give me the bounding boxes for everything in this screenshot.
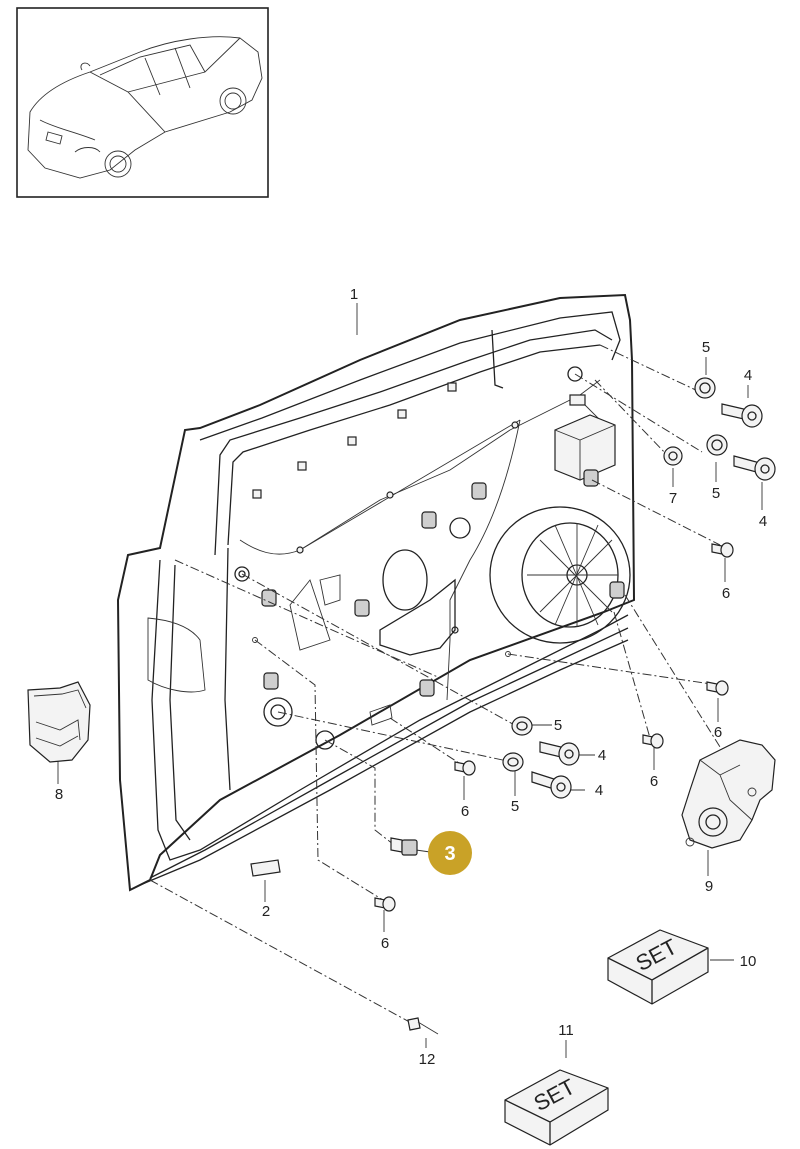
callout-5-top: 5 bbox=[702, 339, 710, 356]
callout-leaders bbox=[57, 303, 763, 1058]
callout-6-a: 6 bbox=[722, 585, 730, 602]
bolt-4-low-a bbox=[539, 741, 580, 766]
door-clips bbox=[261, 469, 625, 697]
callout-5-low-b: 5 bbox=[511, 798, 519, 815]
highlight-badge-3[interactable] bbox=[428, 831, 472, 875]
motor-part-9 bbox=[681, 739, 776, 849]
rivet-part-12 bbox=[407, 1017, 439, 1035]
vehicle-thumbnail bbox=[16, 7, 269, 198]
callout-9: 9 bbox=[705, 878, 713, 895]
screw-6-d bbox=[454, 760, 476, 776]
speaker bbox=[489, 506, 631, 644]
bolt-4-top bbox=[721, 403, 763, 428]
callout-4-top: 4 bbox=[744, 367, 752, 384]
callout-12: 12 bbox=[419, 1051, 436, 1068]
washer-5-low-b bbox=[502, 752, 524, 772]
callout-4-mid: 4 bbox=[759, 513, 767, 530]
screw-6-c bbox=[642, 733, 664, 749]
set-box-10 bbox=[607, 929, 709, 1005]
callout-3[interactable]: 3 bbox=[444, 843, 455, 865]
bolt-4-low-b bbox=[531, 771, 572, 799]
callout-5-mid: 5 bbox=[712, 485, 720, 502]
washer-5-mid bbox=[706, 434, 728, 456]
callout-6-e: 6 bbox=[381, 935, 389, 952]
callout-11: 11 bbox=[558, 1022, 574, 1039]
callout-6-d: 6 bbox=[461, 803, 469, 820]
washer-7 bbox=[663, 446, 683, 466]
callout-5-low-a: 5 bbox=[554, 717, 562, 734]
callout-10: 10 bbox=[740, 953, 757, 970]
callout-7: 7 bbox=[669, 490, 677, 507]
clip-part-3 bbox=[390, 837, 418, 856]
screw-6-e bbox=[374, 896, 396, 912]
cover-cap-part-8 bbox=[27, 681, 91, 763]
washer-5-top bbox=[694, 377, 716, 399]
washer-5-low-a bbox=[511, 716, 533, 736]
callout-4-low-b: 4 bbox=[595, 782, 603, 799]
callout-6-c: 6 bbox=[650, 773, 658, 790]
callout-4-low-a: 4 bbox=[598, 747, 606, 764]
pad-part-2 bbox=[250, 859, 281, 877]
screw-6-a bbox=[711, 542, 734, 558]
leader-lines bbox=[149, 344, 726, 1026]
callout-1: 1 bbox=[350, 286, 358, 303]
set-box-11 bbox=[504, 1069, 609, 1146]
callout-2: 2 bbox=[262, 903, 270, 920]
bolt-4-mid bbox=[733, 455, 776, 481]
screw-6-b bbox=[706, 680, 729, 696]
door-assembly bbox=[116, 293, 636, 892]
callout-8: 8 bbox=[55, 786, 63, 803]
callout-6-b: 6 bbox=[714, 724, 722, 741]
